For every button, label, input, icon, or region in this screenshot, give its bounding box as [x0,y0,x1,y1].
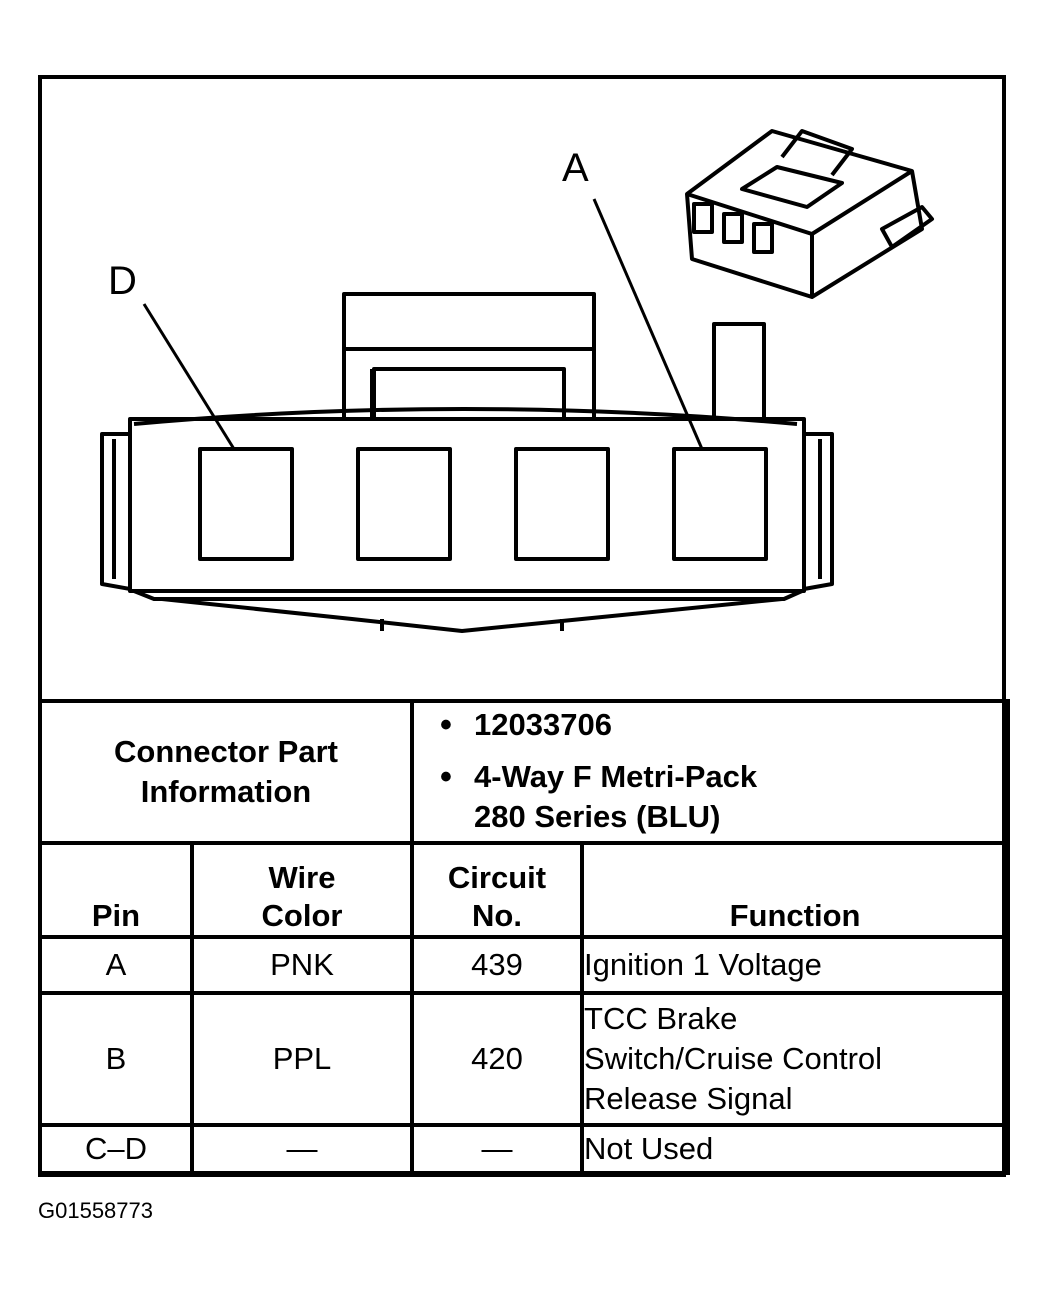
connector-latch [342,292,596,421]
circuit-cell: 439 [410,935,585,995]
leader-line-a [592,198,704,450]
table-row: B PPL 420 TCC Brake Switch/Cruise Contro… [38,991,1011,1127]
cavity-c [356,447,452,561]
callout-d: D [108,259,137,303]
left-ear [100,432,131,591]
callout-a: A [562,146,589,190]
connector-info-table: Connector Part Information 12033706 4-Wa… [37,699,1011,1175]
part-number: 12033706 [440,703,1006,745]
leader-line-d [142,303,236,450]
cavity-d [198,447,294,561]
part-info-details: 12033706 4-Way F Metri-Pack 280 Series (… [410,699,1011,845]
circuit-cell: 420 [410,991,585,1127]
wire-color-cell: PNK [189,935,415,995]
circuit-cell: — [410,1123,585,1175]
pin-cell: A [38,935,194,995]
diagram-frame: A D Connector Part Information 12033706 … [37,75,1011,1177]
wire-color-cell: PPL [189,991,415,1127]
function-cell: Ignition 1 Voltage [580,935,1011,995]
connector-isometric-view [685,129,934,299]
cavity-a [672,447,768,561]
connector-post [712,322,766,419]
table-row: A PNK 439 Ignition 1 Voltage [38,935,1011,995]
pin-cell: B [38,991,194,1127]
function-cell: Not Used [580,1123,1011,1175]
pin-cell: C–D [38,1123,194,1175]
table-row: C–D — — Not Used [38,1123,1011,1175]
part-info-label: Connector Part Information [37,699,415,845]
part-description-line1: 4-Way F Metri-Pack [440,755,1006,797]
part-info-row: Connector Part Information 12033706 4-Wa… [37,699,1011,845]
connector-diagram: A D [42,79,1002,701]
connector-body [128,417,806,593]
cavity-b [514,447,610,561]
wire-color-cell: — [189,1123,415,1175]
right-ear [803,432,834,591]
connector-drawing: A D [100,129,934,633]
part-description-line2: 280 Series (BLU) [474,799,721,834]
header-pin: Pin [38,841,194,939]
figure-id: G01558773 [38,1198,153,1223]
function-cell: TCC Brake Switch/Cruise Control Release … [580,991,1011,1127]
header-function: Function [580,841,1011,939]
